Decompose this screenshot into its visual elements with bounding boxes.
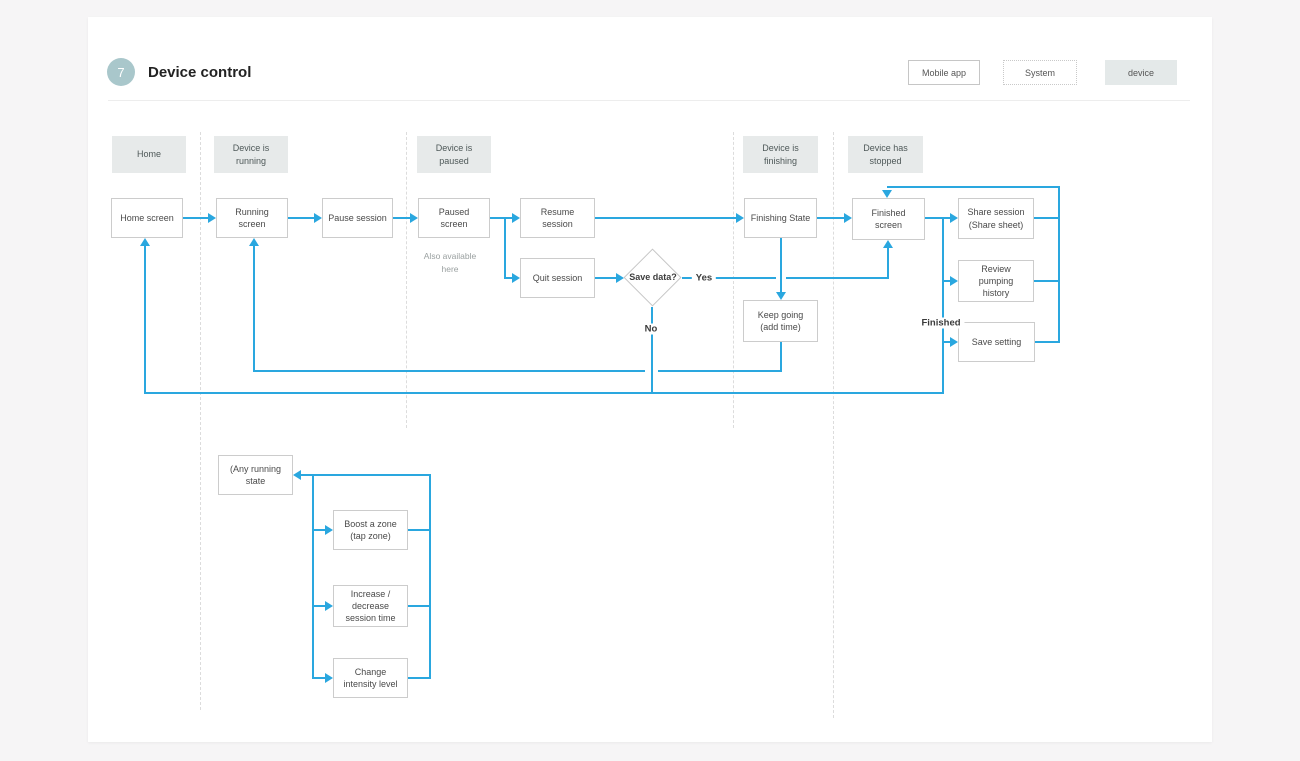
edge-trunk-to-review — [943, 280, 950, 282]
edge-boost-right — [408, 529, 431, 531]
arrowhead-up-into-home — [140, 238, 150, 246]
arrowhead-into-keepgoing — [776, 292, 786, 300]
note-also-available: Also available here — [423, 251, 477, 274]
page-title: Device control — [148, 64, 252, 81]
edge-up-to-running — [253, 246, 255, 372]
node-resume-session: Resume session — [520, 198, 595, 238]
arrowhead-into-pause — [314, 213, 322, 223]
edge-loop-upper-b — [658, 370, 782, 372]
arrowhead-into-share — [950, 213, 958, 223]
edge-save-to-collector — [1035, 341, 1060, 343]
arrowhead-into-increase — [325, 601, 333, 611]
edge-running-to-pause — [288, 217, 314, 219]
node-share-session: Share session (Share sheet) — [958, 198, 1034, 239]
arrowhead-into-finishing — [736, 213, 744, 223]
edge-finishing-to-finished — [817, 217, 844, 219]
edge-to-increase — [313, 605, 325, 607]
edge-yes-segment-b — [786, 277, 889, 279]
node-running-screen: Running screen — [216, 198, 288, 238]
edge-right-collector — [1058, 186, 1060, 343]
arrowhead-down-into-finished — [882, 190, 892, 198]
column-divider-3 — [733, 132, 734, 428]
node-any-running-state: (Any running state — [218, 455, 293, 495]
edge-increase-right — [408, 605, 431, 607]
legend-mobile-app: Mobile app — [908, 60, 980, 85]
edge-yes-segment-a — [682, 277, 776, 279]
node-paused-screen: Paused screen — [418, 198, 490, 238]
arrowhead-into-paused — [410, 213, 418, 223]
edge-paused-down — [504, 217, 506, 279]
arrowhead-into-review — [950, 276, 958, 286]
page-canvas — [88, 17, 1212, 742]
column-header-finishing: Device is finishing — [743, 136, 818, 173]
arrowhead-into-anyrunning — [293, 470, 301, 480]
arrowhead-into-finished — [844, 213, 852, 223]
arrowhead-into-change — [325, 673, 333, 683]
node-finishing-state: Finishing State — [744, 198, 817, 238]
edge-finished-to-share — [925, 217, 950, 219]
edge-to-boost — [313, 529, 325, 531]
edge-finished-trunk — [942, 218, 944, 394]
column-header-paused: Device is paused — [417, 136, 491, 173]
decision-save-data: Save data? — [623, 248, 682, 307]
arrowhead-up-into-running — [249, 238, 259, 246]
edge-label-no: No — [640, 323, 662, 335]
arrowhead-into-resume — [512, 213, 520, 223]
node-pause-session: Pause session — [322, 198, 393, 238]
edge-no-down — [651, 307, 653, 394]
node-quit-session: Quit session — [520, 258, 595, 298]
title-divider — [108, 100, 1190, 101]
edge-actions-left-trunk — [312, 474, 314, 679]
node-home-screen: Home screen — [111, 198, 183, 238]
edge-to-change — [313, 677, 325, 679]
column-divider-4 — [833, 132, 834, 718]
edge-quit-to-decision — [595, 277, 616, 279]
arrowhead-into-quit — [512, 273, 520, 283]
edge-trunk-to-save — [943, 341, 950, 343]
node-increase-decrease: Increase / decrease session time — [333, 585, 408, 627]
edge-actions-right-collector — [429, 474, 431, 679]
legend-device: device — [1105, 60, 1177, 85]
edge-home-to-running — [183, 217, 208, 219]
node-save-setting: Save setting — [958, 322, 1035, 362]
column-divider-1 — [200, 132, 201, 710]
arrowhead-into-save-setting — [950, 337, 958, 347]
edge-resume-to-finishing — [595, 217, 736, 219]
edge-top-return — [887, 186, 1060, 188]
edge-loop-lower — [144, 392, 944, 394]
edge-finishing-to-keepgoing — [780, 238, 782, 292]
node-change-intensity: Change intensity level — [333, 658, 408, 698]
edge-up-to-home — [144, 246, 146, 394]
node-finished-screen: Finished screen — [852, 198, 925, 240]
edge-loop-upper-a — [254, 370, 645, 372]
column-divider-2 — [406, 132, 407, 428]
arrowhead-into-running — [208, 213, 216, 223]
edge-yes-up — [887, 248, 889, 279]
edge-paused-to-resume — [490, 217, 512, 219]
edge-pause-to-paused — [393, 217, 410, 219]
decision-label: Save data? — [629, 272, 677, 283]
edge-actions-to-anyrunning — [301, 474, 431, 476]
node-boost-zone: Boost a zone (tap zone) — [333, 510, 408, 550]
arrowhead-up-into-finished — [883, 240, 893, 248]
edge-review-to-collector — [1034, 280, 1060, 282]
arrowhead-into-decision — [616, 273, 624, 283]
edge-keepgoing-down — [780, 342, 782, 372]
edge-label-yes: Yes — [691, 272, 717, 284]
legend-system: System — [1003, 60, 1077, 85]
node-keep-going: Keep going (add time) — [743, 300, 818, 342]
node-review-history: Review pumping history — [958, 260, 1034, 302]
edge-share-to-collector — [1034, 217, 1060, 219]
arrowhead-into-boost — [325, 525, 333, 535]
column-header-running: Device is running — [214, 136, 288, 173]
section-number-badge: 7 — [107, 58, 135, 86]
column-header-stopped: Device has stopped — [848, 136, 923, 173]
edge-change-right — [408, 677, 431, 679]
column-header-home: Home — [112, 136, 186, 173]
edge-to-quit — [504, 277, 512, 279]
edge-label-finished: Finished — [917, 317, 965, 329]
